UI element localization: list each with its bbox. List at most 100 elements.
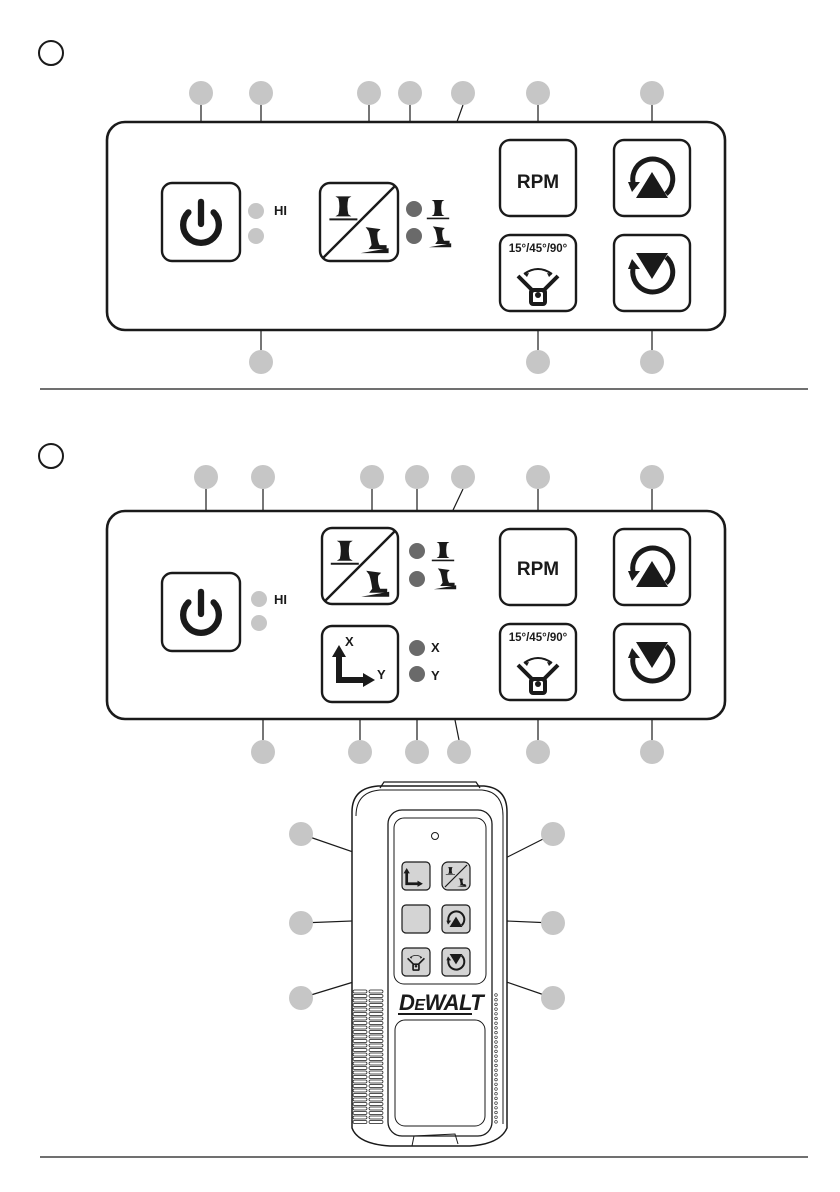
grip-ridge bbox=[352, 1088, 368, 1093]
brand-logo-e: E bbox=[414, 997, 426, 1014]
grip-ridge bbox=[352, 1102, 368, 1106]
callout-marker-bottom bbox=[526, 350, 550, 374]
grip-ridge bbox=[368, 1048, 384, 1052]
y-axis-led bbox=[409, 666, 425, 682]
grip-dot bbox=[494, 1012, 498, 1016]
grip-ridge bbox=[368, 1079, 384, 1084]
grip-ridge bbox=[368, 1034, 384, 1039]
rpm-button[interactable] bbox=[498, 527, 578, 607]
grip-dot bbox=[494, 1073, 498, 1077]
axis-select-button[interactable] bbox=[320, 624, 400, 704]
grip-ridge bbox=[352, 1016, 368, 1021]
y-led-label: Y bbox=[431, 668, 440, 683]
grip-dot bbox=[494, 1092, 498, 1096]
callout-marker-top bbox=[251, 465, 275, 489]
grip-ridge bbox=[352, 1106, 368, 1111]
grip-dot bbox=[494, 1096, 498, 1100]
grip-ridge bbox=[368, 994, 384, 998]
callout-marker-top bbox=[526, 465, 550, 489]
grip-ridge bbox=[352, 1097, 368, 1102]
grip-ridge bbox=[368, 1003, 384, 1007]
vertical-mode-led bbox=[409, 571, 425, 587]
grip-dot bbox=[494, 1054, 498, 1058]
hi-label: HI bbox=[274, 592, 287, 607]
grip-ridge bbox=[352, 1061, 368, 1066]
callout-marker-remote bbox=[541, 986, 565, 1010]
horizontal-mode-icon bbox=[426, 200, 450, 220]
callout-marker-remote bbox=[289, 822, 313, 846]
grip-ridge bbox=[368, 1111, 384, 1115]
grip-dot bbox=[494, 998, 498, 1002]
grip-ridge bbox=[352, 1012, 368, 1016]
callout-marker-top bbox=[357, 81, 381, 105]
mode-divider bbox=[324, 530, 396, 602]
callout-marker-top bbox=[526, 81, 550, 105]
grip-ridge bbox=[368, 998, 384, 1003]
grip-ridge bbox=[368, 1088, 384, 1093]
grip-dot bbox=[494, 1021, 498, 1025]
hi-led bbox=[248, 203, 264, 219]
grip-ridge bbox=[352, 1084, 368, 1088]
callout-marker-bottom bbox=[348, 740, 372, 764]
callout-marker-bottom bbox=[640, 350, 664, 374]
grip-ridge bbox=[368, 989, 384, 994]
grip-ridge bbox=[368, 1021, 384, 1025]
x-axis-icon-label: X bbox=[345, 634, 354, 649]
rpm-button-label: RPM bbox=[517, 172, 559, 193]
horizontal-mode-icon bbox=[329, 196, 358, 221]
grip-ridge bbox=[368, 1102, 384, 1106]
control-panels bbox=[105, 120, 727, 721]
remote-keypad-frame bbox=[393, 817, 487, 985]
grip-ridge bbox=[368, 1115, 384, 1120]
remote-rpm-button[interactable] bbox=[401, 904, 431, 934]
grip-ridge bbox=[352, 1093, 368, 1097]
grip-dot bbox=[494, 1002, 498, 1007]
battery-led bbox=[251, 615, 267, 631]
remote-control bbox=[351, 781, 508, 1147]
grip-dot bbox=[494, 1016, 498, 1021]
figure-marker-b bbox=[38, 443, 64, 469]
grip-ridge bbox=[368, 1120, 384, 1124]
grip-ridge bbox=[352, 1003, 368, 1007]
horizontal-mode-icon bbox=[330, 540, 359, 565]
callout-marker-remote bbox=[289, 986, 313, 1010]
y-axis-icon-label: Y bbox=[377, 667, 386, 682]
grip-dot bbox=[494, 1087, 498, 1091]
x-axis-led bbox=[409, 640, 425, 656]
grip-ridge bbox=[352, 1007, 368, 1012]
grip-ridge bbox=[352, 1048, 368, 1052]
grip-dot bbox=[494, 1106, 498, 1110]
scan-angle-button[interactable] bbox=[498, 622, 578, 702]
callout-marker-bottom bbox=[249, 350, 273, 374]
battery-led bbox=[248, 228, 264, 244]
horizontal-mode-led bbox=[409, 543, 425, 559]
grip-dot bbox=[494, 1115, 498, 1119]
grip-ridge bbox=[368, 1093, 384, 1097]
grip-dot bbox=[494, 1030, 498, 1035]
x-led-label: X bbox=[431, 640, 440, 655]
rpm-button[interactable] bbox=[498, 138, 578, 218]
callout-marker-top bbox=[640, 81, 664, 105]
callout-marker-bottom bbox=[640, 740, 664, 764]
grip-dot bbox=[494, 1040, 498, 1044]
callout-marker-bottom bbox=[251, 740, 275, 764]
xy-axis-icon bbox=[403, 868, 423, 887]
horizontal-mode-icon bbox=[431, 542, 455, 562]
grip-ridge bbox=[368, 1039, 384, 1043]
brand-logo: DEWALT bbox=[397, 990, 486, 1015]
grip-dot bbox=[494, 1059, 498, 1063]
scan-angle-button[interactable] bbox=[498, 233, 578, 313]
brand-logo-walt: WALT bbox=[425, 990, 486, 1015]
vertical-mode-led bbox=[406, 228, 422, 244]
mode-divider bbox=[444, 864, 468, 888]
grip-dot bbox=[494, 1110, 498, 1115]
callout-marker-top bbox=[189, 81, 213, 105]
vertical-mode-icon bbox=[456, 878, 467, 887]
remote-clip bbox=[411, 1133, 459, 1147]
remote-scan-angle-button[interactable] bbox=[401, 947, 431, 977]
callout-marker-bottom bbox=[405, 740, 429, 764]
grip-ridge bbox=[352, 1079, 368, 1084]
grip-ridge bbox=[352, 1115, 368, 1120]
grip-ridge bbox=[352, 1025, 368, 1030]
grip-ridge bbox=[368, 1061, 384, 1066]
